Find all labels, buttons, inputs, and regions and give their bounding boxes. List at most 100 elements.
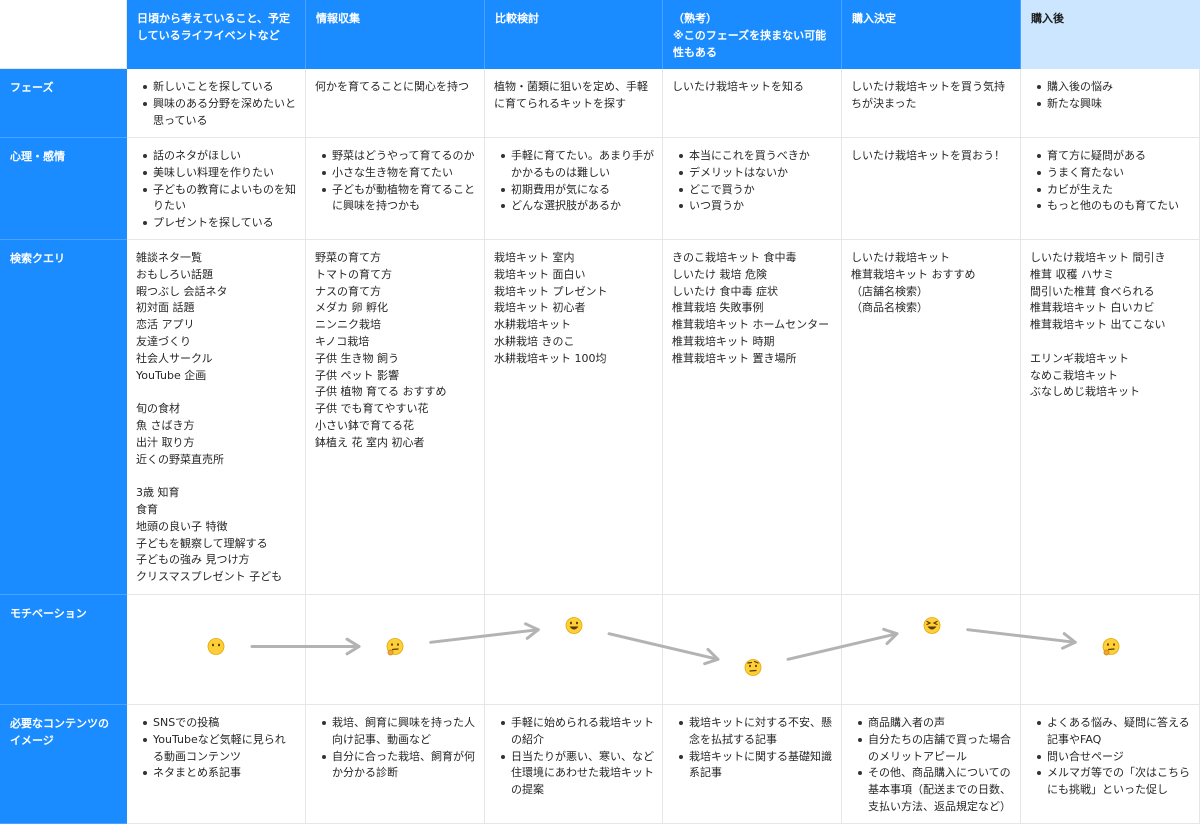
cell-r3-c5: しいたけ栽培キット椎茸栽培キット おすすめ（店舗名検索）（商品名検索） [842, 240, 1021, 595]
cell-r2-c5: しいたけ栽培キットを買おう！ [842, 138, 1021, 240]
bullet-item: 美味しい料理を作りたい [136, 165, 297, 182]
text-line: ニンニク栽培 [315, 318, 381, 332]
cell-r3-c2: 野菜の育て方トマトの育て方ナスの育て方メダカ 卵 孵化ニンニク栽培キノコ栽培子供… [306, 240, 485, 595]
bullet-item: どんな選択肢があるか [494, 198, 654, 215]
text-line: しいたけ栽培キット [851, 251, 950, 264]
text-line: 子供 ペット 影響 [315, 368, 399, 382]
text-line: 暇つぶし 会話ネタ [136, 284, 228, 298]
text-line: トマトの育て方 [315, 267, 392, 281]
cell-r3-c4: きのこ栽培キット 食中毒しいたけ 栽培 危険しいたけ 食中毒 症状椎茸栽培 失敗… [663, 240, 842, 595]
bullet-item: 栽培、飼育に興味を持った人 [315, 715, 476, 732]
text-line [136, 384, 297, 401]
text-line: 支払い方法、返品規定など） [868, 799, 1011, 813]
text-line: YouTube 企画 [136, 368, 207, 382]
text-line: しいたけ栽培キットを買う気持 [851, 80, 1005, 93]
bullet-item: 初期費用が気になる [494, 182, 654, 199]
text-line: 記事やFAQ [1047, 732, 1102, 746]
cell-r5-c4: 栽培キットに対する不安、懸念を払拭する記事栽培キットに関する基礎知識系記事 [663, 705, 842, 824]
bullet-item: SNSでの投稿 [136, 715, 297, 732]
text-line: 子供 植物 育てる おすすめ [315, 385, 447, 399]
stage-header-line: 購入決定 [852, 12, 896, 25]
text-line: 3歳 知育 [136, 486, 180, 500]
text-line: 小さい鉢で育てる花 [315, 418, 414, 432]
row-label-line: 必要なコンテンツの [10, 717, 109, 730]
row-label-5: 必要なコンテンツのイメージ [0, 705, 127, 824]
text-line: 系記事 [689, 766, 722, 780]
text-line: 栽培キット プレゼント [494, 284, 608, 298]
stage-header-line: 購入後 [1031, 12, 1064, 25]
text-line: 椎茸栽培キット 時期 [672, 334, 775, 348]
bullet-item: プレゼントを探している [136, 215, 297, 232]
cell-r1-c4: しいたけ栽培キットを知る [663, 69, 842, 138]
cell-r4-c4 [663, 595, 842, 705]
bullet-item: 自分たちの店舗で買った場合 [851, 732, 1012, 749]
text-line: 住環境にあわせた栽培キット [511, 766, 654, 780]
cell-r2-c1: 話のネタがほしい美味しい料理を作りたい子どもの教育によいものを知りたいプレゼント… [127, 138, 306, 240]
bullet-item: 問い合せページ [1030, 749, 1191, 766]
text-line: 椎茸栽培キット おすすめ [851, 267, 976, 281]
bullet-item: 小さな生き物を育てたい [315, 165, 476, 182]
text-line: にも挑戦」といった促し [1047, 783, 1168, 797]
text-line: きのこ栽培キット 食中毒 [672, 251, 797, 264]
text-line: しいたけ 食中毒 症状 [672, 284, 778, 298]
text-line: 栽培キット 初心者 [494, 301, 586, 315]
text-line: 出汁 取り方 [136, 435, 195, 449]
bullet-item: 新しいことを探している [136, 79, 297, 96]
row-label-1: フェーズ [0, 69, 127, 138]
text-line: の紹介 [511, 732, 544, 746]
stage-header-6: 購入後 [1021, 0, 1200, 69]
stage-header-3: 比較検討 [485, 0, 663, 69]
bullet-item: 栽培キットに対する不安、懸 [672, 715, 833, 732]
cell-r2-c6: 育て方に疑問があるうまく育たないカビが生えたもっと他のものも育てたい [1021, 138, 1200, 240]
text-line: 子供 でも育てやすい花 [315, 402, 429, 416]
text-line: 植物・菌類に狙いを定め、手軽 [494, 80, 648, 93]
text-line: 栽培キット 面白い [494, 267, 586, 281]
stage-header-line: しているライフイベントなど [137, 29, 280, 42]
text-line: りたい [153, 199, 186, 213]
bullet-item: その他、商品購入についての [851, 765, 1012, 782]
bullet-item: どこで買うか [672, 182, 833, 199]
text-line: クリスマスプレゼント 子ども [136, 570, 283, 584]
bullet-item: 子どもの教育によいものを知 [136, 182, 297, 199]
bullet-item: もっと他のものも育てたい [1030, 198, 1191, 215]
bullet-item: 本当にこれを買うべきか [672, 148, 833, 165]
bullet-item: 野菜はどうやって育てるのか [315, 148, 476, 165]
text-line: 恋活 アプリ [136, 318, 195, 332]
text-line: キノコ栽培 [315, 334, 370, 348]
cell-r1-c3: 植物・菌類に狙いを定め、手軽に育てられるキットを探す [485, 69, 663, 138]
stage-header-1: 日頃から考えていること、予定しているライフイベントなど [127, 0, 306, 69]
stage-header-line: 比較検討 [495, 12, 539, 25]
bullet-item: YouTubeなど気軽に見られ [136, 732, 297, 749]
text-line: 子どもを観察して理解する [136, 536, 268, 550]
text-line: 子供 生き物 飼う [315, 351, 399, 365]
text-line: 椎茸栽培キット 置き場所 [672, 351, 797, 365]
text-line: か分かる診断 [332, 766, 398, 780]
text-line: メダカ 卵 孵化 [315, 301, 388, 315]
text-line: 社会人サークル [136, 351, 213, 365]
stage-header-line: 日頃から考えていること、予定 [137, 12, 291, 25]
bullet-item: デメリットはないか [672, 165, 833, 182]
bullet-item: 栽培キットに関する基礎知識 [672, 749, 833, 766]
cell-r2-c3: 手軽に育てたい。あまり手がかかるものは難しい初期費用が気になるどんな選択肢がある… [485, 138, 663, 240]
text-line: 椎茸栽培キット 出てこない [1030, 318, 1166, 332]
text-line: 食育 [136, 502, 158, 516]
text-line: 椎茸栽培 失敗事例 [672, 301, 764, 315]
text-line: おもしろい話題 [136, 267, 213, 281]
text-line: 雑談ネタ一覧 [136, 251, 202, 264]
cell-r3-c6: しいたけ栽培キット 間引き椎茸 収穫 ハサミ間引いた椎茸 食べられる椎茸栽培キッ… [1021, 240, 1200, 595]
text-line: 間引いた椎茸 食べられる [1030, 284, 1155, 298]
row-label-3: 検索クエリ [0, 240, 127, 595]
text-line: なめこ栽培キット [1030, 368, 1118, 382]
text-line: に育てられるキットを探す [494, 96, 626, 110]
text-line: しいたけ栽培キット 間引き [1030, 251, 1166, 264]
bullet-item: よくある悩み、疑問に答える [1030, 715, 1191, 732]
row-label-line: 心理・感情 [10, 150, 65, 163]
text-line: （商品名検索） [851, 301, 928, 315]
bullet-item: カビが生えた [1030, 182, 1191, 199]
corner-cell [0, 0, 127, 69]
stage-header-2: 情報収集 [306, 0, 485, 69]
text-line: 椎茸 収穫 ハサミ [1030, 267, 1114, 281]
row-label-line: 検索クエリ [10, 252, 65, 265]
